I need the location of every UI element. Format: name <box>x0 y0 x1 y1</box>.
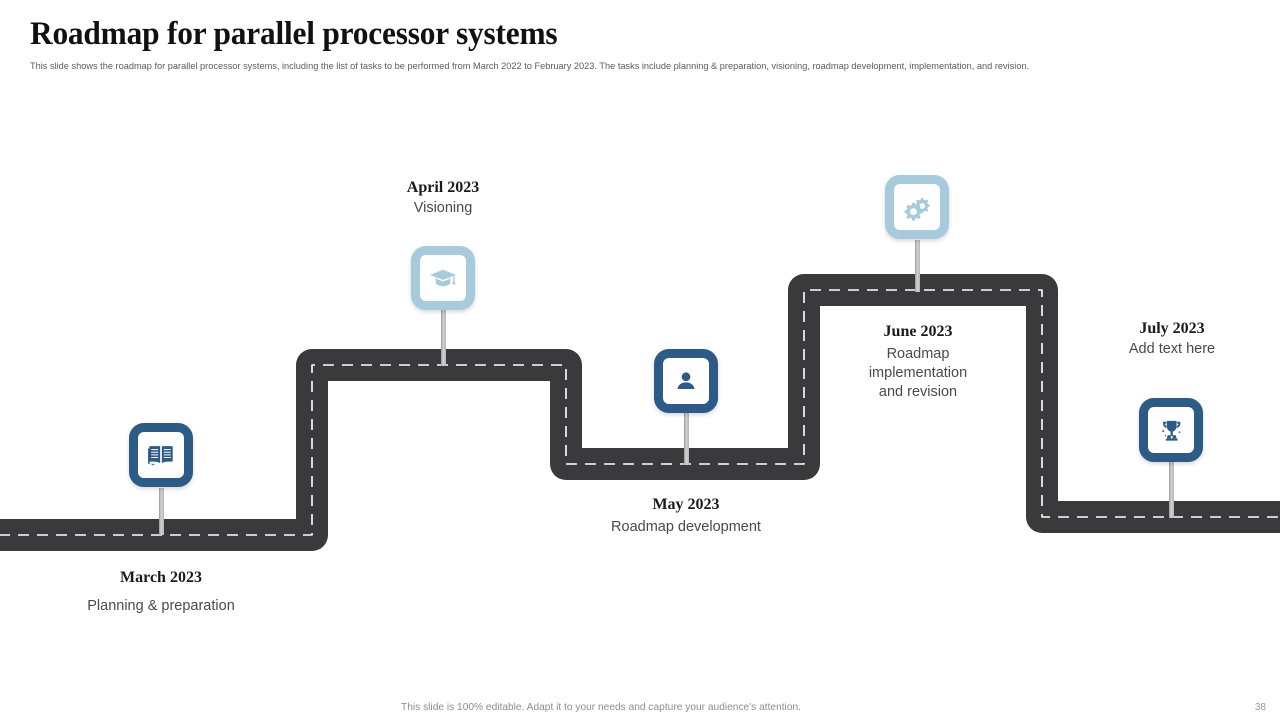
milestone-date: May 2023 <box>652 496 720 513</box>
footer-note: This slide is 100% editable. Adapt it to… <box>401 701 801 713</box>
milestone-label-april: April 2023 Visioning <box>333 178 553 218</box>
user-person-icon[interactable] <box>654 349 718 413</box>
milestone-date: April 2023 <box>406 179 480 196</box>
milestone-date: July 2023 <box>1139 320 1205 337</box>
marker-pole <box>1169 462 1174 518</box>
graduation-cap-icon[interactable] <box>411 246 475 310</box>
page-title: Roadmap for parallel processor systems <box>30 16 558 52</box>
milestone-description: Roadmap implementation and revision <box>868 346 968 400</box>
marker-pole <box>915 240 920 292</box>
marker-pole <box>159 488 164 535</box>
page-subtitle: This slide shows the roadmap for paralle… <box>30 61 1030 72</box>
trophy-icon[interactable] <box>1139 398 1203 462</box>
marker-pole <box>441 310 446 366</box>
milestone-label-july: July 2023 Add text here <box>1062 319 1280 359</box>
milestone-description: Visioning <box>413 200 473 216</box>
milestone-date: June 2023 <box>883 323 953 340</box>
open-book-icon[interactable] <box>129 423 193 487</box>
gears-cogs-icon[interactable] <box>885 175 949 239</box>
milestone-label-march: March 2023 Planning & preparation <box>51 568 271 616</box>
milestone-description: Add text here <box>1128 341 1216 357</box>
milestone-label-may: May 2023 Roadmap development <box>576 495 796 537</box>
page-number: 38 <box>1254 702 1266 713</box>
milestone-label-june: June 2023 Roadmap implementation and rev… <box>808 322 1028 402</box>
milestone-date: March 2023 <box>120 569 202 586</box>
milestone-description: Planning & preparation <box>87 598 235 614</box>
milestone-description: Roadmap development <box>611 519 761 535</box>
slide-header: Roadmap for parallel processor systems T… <box>30 14 1250 73</box>
marker-pole <box>684 413 689 465</box>
